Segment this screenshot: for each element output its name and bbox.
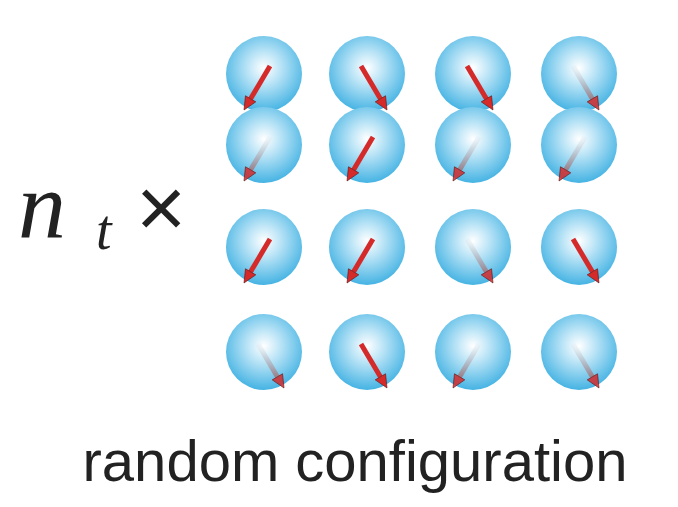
spin-site [226, 107, 302, 183]
spin-head [587, 96, 599, 110]
spin-head [453, 167, 465, 181]
spin-shaft [460, 344, 479, 377]
caption-text: random configuration [83, 432, 628, 490]
spin-site [435, 36, 511, 112]
sphere [435, 107, 511, 183]
sphere [541, 314, 617, 390]
subscript-t: t [96, 202, 112, 258]
sphere [435, 209, 511, 285]
sphere [329, 209, 405, 285]
spin-head [375, 374, 387, 388]
spin-head [347, 167, 359, 181]
spin-site [329, 314, 405, 390]
spin-head [587, 269, 599, 283]
spin-shaft [361, 66, 380, 99]
spin-site [435, 314, 511, 390]
spin-head [453, 374, 465, 388]
sphere [329, 36, 405, 112]
sphere [226, 314, 302, 390]
spin-head [244, 269, 256, 283]
sphere [226, 107, 302, 183]
spin-shaft [566, 137, 585, 170]
spin-shaft [354, 239, 373, 272]
spin-shaft [251, 239, 270, 272]
spin-head [244, 96, 256, 110]
spin-shaft [251, 137, 270, 170]
sphere [541, 36, 617, 112]
spin-site [435, 209, 511, 285]
sphere [435, 36, 511, 112]
sphere [226, 209, 302, 285]
spin-head [244, 167, 256, 181]
spin-shaft [251, 66, 270, 99]
spin-shaft [573, 239, 592, 272]
spin-shaft [258, 344, 277, 377]
spin-site [329, 36, 405, 112]
symbol-n: n [18, 158, 66, 254]
spin-site [329, 107, 405, 183]
spin-head [587, 374, 599, 388]
spin-head [559, 167, 571, 181]
spin-shaft [460, 137, 479, 170]
sphere [435, 314, 511, 390]
spin-site [541, 107, 617, 183]
sphere [541, 107, 617, 183]
spin-shaft [573, 66, 592, 99]
spin-site [541, 209, 617, 285]
spin-site [541, 314, 617, 390]
sphere [226, 36, 302, 112]
sphere [329, 107, 405, 183]
spin-site [329, 209, 405, 285]
spin-site [541, 36, 617, 112]
spin-shaft [467, 66, 486, 99]
spin-head [347, 269, 359, 283]
spin-shaft [467, 239, 486, 272]
spin-shaft [354, 137, 373, 170]
spin-site [226, 209, 302, 285]
spin-shaft [361, 344, 380, 377]
sphere [329, 314, 405, 390]
spin-head [375, 96, 387, 110]
spin-head [272, 374, 284, 388]
spin-site [226, 36, 302, 112]
spin-site [226, 314, 302, 390]
spin-head [481, 96, 493, 110]
sphere [541, 209, 617, 285]
times-sign: × [136, 164, 186, 250]
spin-site [435, 107, 511, 183]
spin-head [481, 269, 493, 283]
spin-shaft [573, 344, 592, 377]
